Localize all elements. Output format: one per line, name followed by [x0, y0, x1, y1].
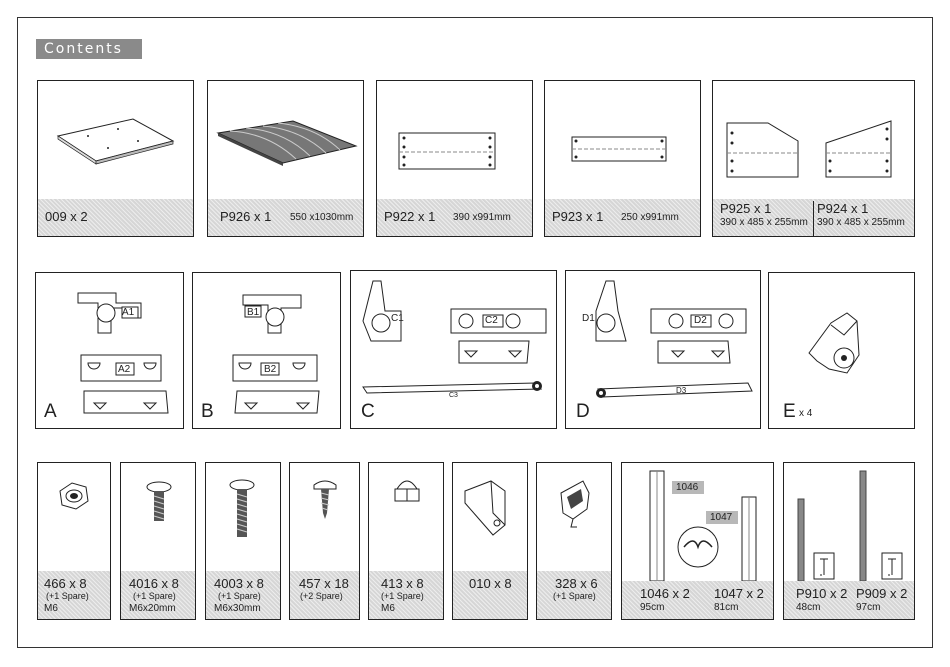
part-spare: (+1 Spare): [46, 590, 89, 601]
side-panels-illustration: [726, 120, 892, 178]
part-code: P910 x 2: [796, 586, 848, 602]
part-code: P926 x 1: [220, 209, 272, 225]
part-code: 466 x 8: [44, 576, 87, 592]
hardware-panel-413: 413 x 8 (+1 Spare) M6: [368, 462, 444, 620]
tube-tag-1046: 1046: [672, 481, 704, 494]
angle-bracket-illustration: [464, 480, 506, 536]
panel-illustration: [571, 136, 667, 162]
assembly-panel-d: D1 D2 D3 D: [565, 270, 761, 429]
part-length: 95cm: [640, 601, 665, 613]
part-size: 390 x991mm: [453, 211, 511, 223]
assembly-panel-c: C1 C2 C3 C: [350, 270, 557, 429]
panel-divider: [813, 201, 814, 236]
part-label-c3: C3: [449, 392, 458, 399]
part-code: 413 x 8: [381, 576, 424, 592]
bolt-illustration: [146, 481, 172, 521]
board-illustration: [56, 118, 175, 165]
contents-title: Contents: [36, 39, 142, 59]
cap-nut-illustration: [394, 480, 420, 502]
hardware-panel-p910-p909: P910 x 2 48cm P909 x 2 97cm: [783, 462, 915, 620]
part-size: 250 x991mm: [621, 211, 679, 223]
tube-illustration: [649, 470, 757, 582]
mesh-panel-illustration: [216, 120, 358, 166]
hardware-panel-4016: 4016 x 8 (+1 Spare) M6x20mm: [120, 462, 196, 620]
part-code: 4016 x 8: [129, 576, 179, 592]
part-label-d2: D2: [694, 315, 707, 326]
part-spare: (+2 Spare): [300, 590, 343, 601]
bracket-set-c-illustration: [362, 280, 547, 394]
part-spec: M6x30mm: [214, 602, 261, 614]
tube-tag-1047: 1047: [706, 511, 738, 524]
panel-illustration: [398, 132, 496, 170]
nut-illustration: [59, 482, 89, 510]
part-code: P923 x 1: [552, 209, 604, 225]
part-code: 457 x 18: [299, 576, 349, 592]
part-label-c1: C1: [391, 313, 404, 324]
part-code: P922 x 1: [384, 209, 436, 225]
assembly-letter: B: [201, 401, 214, 423]
part-code: P925 x 1: [720, 201, 772, 217]
part-label-c2: C2: [485, 315, 498, 326]
bolt-illustration: [229, 479, 255, 537]
part-code: P924 x 1: [817, 201, 869, 217]
hardware-panel-328: 328 x 6 (+1 Spare): [536, 462, 612, 620]
part-spec: M6: [44, 602, 58, 614]
bracket-set-d-illustration: [595, 280, 753, 398]
part-label-a2: A2: [118, 364, 131, 375]
part-code: 010 x 8: [469, 576, 512, 592]
contents-frame: [17, 17, 933, 648]
assembly-panel-b: B1 B2 B: [192, 272, 341, 429]
hardware-panel-466: 466 x 8 (+1 Spare) M6: [37, 462, 111, 620]
assembly-letter: A: [44, 401, 57, 423]
hardware-panel-010: 010 x 8: [452, 462, 528, 620]
part-code: 009 x 2: [45, 209, 88, 225]
clip-illustration: [560, 480, 590, 528]
hardware-panel-4003: 4003 x 8 (+1 Spare) M6x30mm: [205, 462, 281, 620]
part-panel-009: 009 x 2: [37, 80, 194, 237]
part-code: 4003 x 8: [214, 576, 264, 592]
part-panel-p925-p924: P925 x 1 390 x 485 x 255mm P924 x 1 390 …: [712, 80, 915, 237]
assembly-panel-e: E x 4: [768, 272, 915, 429]
part-panel-p926: P926 x 1 550 x1030mm: [207, 80, 364, 237]
part-label-b1: B1: [247, 307, 260, 318]
part-spare: (+1 Spare): [381, 590, 424, 601]
part-length: 81cm: [714, 601, 739, 613]
part-code: 328 x 6: [555, 576, 598, 592]
part-size: 390 x 485 x 255mm: [817, 216, 905, 228]
part-label-d1: D1: [582, 313, 595, 324]
part-code: 1047 x 2: [714, 586, 764, 602]
part-spec: M6x20mm: [129, 602, 176, 614]
part-spare: (+1 Spare): [218, 590, 261, 601]
part-code: P909 x 2: [856, 586, 908, 602]
part-length: 97cm: [856, 601, 881, 613]
screw-illustration: [313, 480, 337, 519]
rods-illustration: [797, 470, 903, 582]
part-spec: M6: [381, 602, 395, 614]
assembly-letter: C: [361, 401, 375, 423]
part-size: 550 x1030mm: [290, 211, 354, 223]
part-label-a1: A1: [122, 307, 135, 318]
part-size: 390 x 485 x 255mm: [720, 216, 808, 228]
part-spare: (+1 Spare): [553, 590, 596, 601]
bracket-set-a-illustration: [77, 292, 169, 414]
part-label-d3: D3: [676, 386, 687, 395]
part-length: 48cm: [796, 601, 821, 613]
part-panel-p922: P922 x 1 390 x991mm: [376, 80, 533, 237]
assembly-qty: x 4: [799, 407, 813, 419]
hardware-panel-1046-1047: 1046 1047 1046 x 2 95cm 1047 x 2 81cm: [621, 462, 774, 620]
corner-connector-illustration: [808, 312, 860, 374]
part-label-b2: B2: [264, 364, 277, 375]
assembly-letter: E: [783, 401, 796, 423]
part-spare: (+1 Spare): [133, 590, 176, 601]
assembly-letter: D: [576, 401, 590, 423]
assembly-panel-a: A1 A2 A: [35, 272, 184, 429]
part-panel-p923: P923 x 1 250 x991mm: [544, 80, 701, 237]
hardware-panel-457: 457 x 18 (+2 Spare): [289, 462, 360, 620]
bracket-set-b-illustration: [232, 294, 320, 414]
part-code: 1046 x 2: [640, 586, 690, 602]
